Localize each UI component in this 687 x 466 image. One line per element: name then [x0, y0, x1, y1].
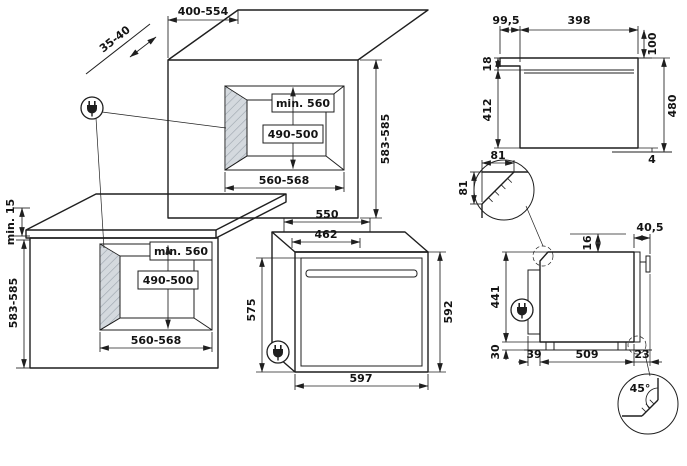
- power-plug-icon: [266, 340, 290, 364]
- tall-cabinet-view: 400-554 35-40 min. 560 490-500 560-568 5…: [85, 5, 429, 219]
- dim-column-niche-depth: min. 560: [276, 97, 330, 110]
- dim-side-back-offset: 39: [526, 348, 541, 361]
- dim-column-top-depth: 400-554: [178, 5, 229, 18]
- label-box: [271, 93, 335, 113]
- dim-column-front-height: 583-585: [379, 114, 392, 165]
- dim-side-top-gap: 16: [581, 235, 594, 251]
- dim-base-niche-height: 490-500: [143, 274, 194, 287]
- dim-base-front-height: 583-585: [7, 278, 20, 329]
- dim-oven-depth: 550: [316, 208, 339, 221]
- dim-oven-door-height: 575: [245, 299, 258, 322]
- dim-column-wall-gap: 35-40: [97, 23, 133, 55]
- dim-section-back-top: 100: [646, 32, 659, 55]
- niche-side-panel-hatch: [99, 243, 121, 331]
- dim-side-handle-depth: 40,5: [636, 221, 663, 234]
- oven-handle: [305, 269, 418, 278]
- top-section-view: 99,5 398 100 18 412 480 4: [481, 14, 679, 166]
- dim-chamfer-angle: 45°: [630, 382, 651, 395]
- corner-detail-view: 81 81: [457, 149, 544, 247]
- dim-base-niche-width: 560-568: [131, 334, 182, 347]
- dim-side-front-offset: 23: [634, 348, 649, 361]
- dim-corner-height: 81: [457, 180, 470, 195]
- dim-base-niche-depth: min. 560: [154, 245, 208, 258]
- detail-marker-circle: [532, 245, 554, 267]
- power-plug-icon: [510, 298, 534, 322]
- dim-oven-width: 597: [350, 372, 373, 385]
- side-handle: [645, 255, 651, 273]
- dim-side-plinth-height: 30: [489, 344, 502, 360]
- dim-column-niche-height: 490-500: [268, 128, 319, 141]
- base-cabinet-view: min. 560 490-500 560-568 min. 15 583-585: [4, 193, 287, 369]
- dim-column-niche-width: 560-568: [259, 174, 310, 187]
- dim-corner-width: 81: [490, 149, 505, 162]
- side-view: 16 40,5 441 30 39 509 23: [489, 221, 664, 377]
- dim-section-front-offset: 99,5: [492, 14, 519, 27]
- niche-side-panel-hatch: [224, 85, 248, 171]
- detail-marker-circle: [627, 335, 647, 355]
- dim-oven-inner-width: 462: [315, 228, 338, 241]
- dim-section-total-height: 480: [666, 94, 679, 117]
- dim-base-top-clearance: min. 15: [4, 199, 17, 245]
- chamfer-detail-view: 45°: [617, 373, 679, 435]
- dim-section-top-depth: 398: [568, 14, 591, 27]
- power-supply-indicators: [80, 96, 290, 364]
- oven-front-view: 550 462 575 592 597: [245, 208, 455, 390]
- dim-section-lower-height: 412: [481, 99, 494, 122]
- dim-section-bottom-gap: 4: [648, 153, 656, 166]
- dim-side-body-height: 441: [489, 286, 502, 309]
- dim-side-body-depth: 509: [576, 348, 599, 361]
- dim-oven-height: 592: [442, 301, 455, 324]
- dim-section-top-strip: 18: [481, 56, 494, 71]
- power-plug-icon: [80, 96, 104, 120]
